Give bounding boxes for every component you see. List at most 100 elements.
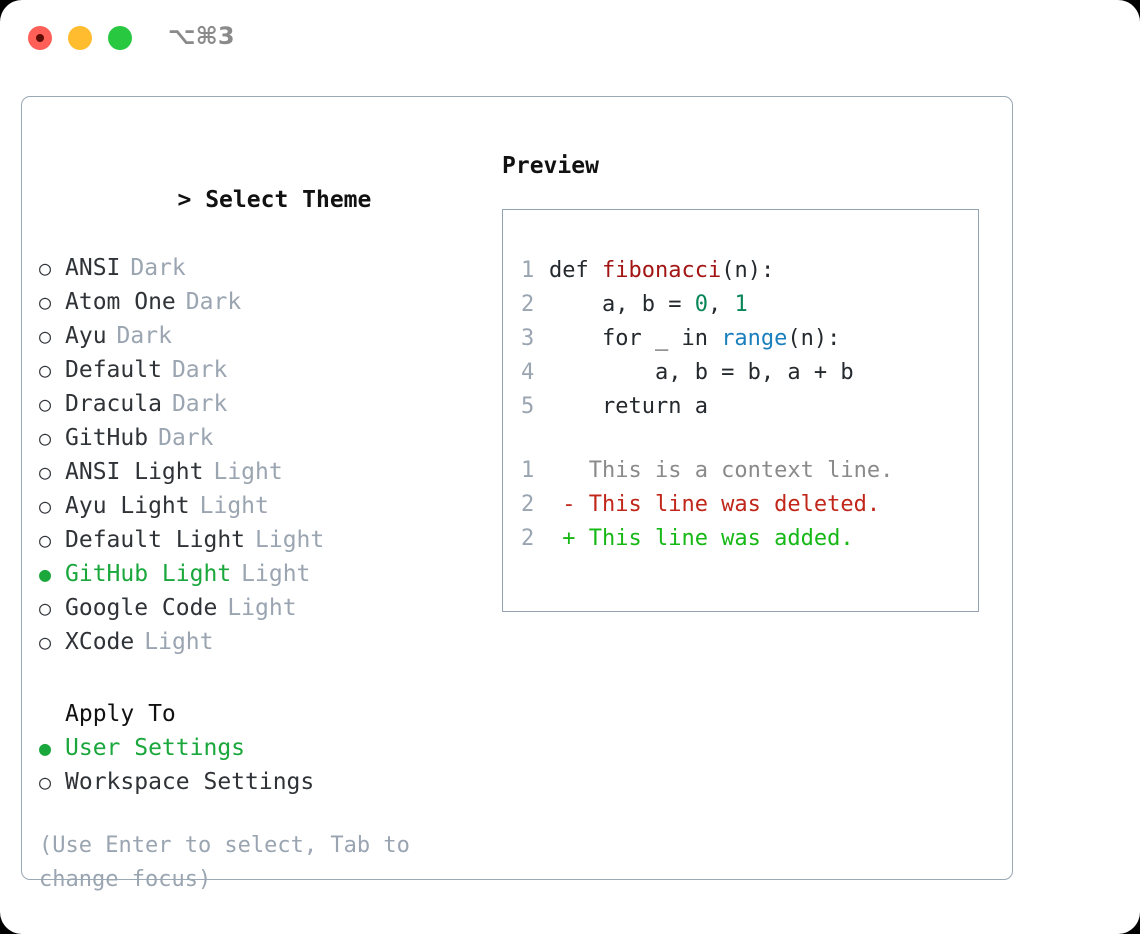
theme-option-ayu[interactable]: ○ Ayu Dark — [39, 319, 479, 353]
diff-line-context: 1 This is a context line. — [521, 454, 978, 488]
radio-unselected-icon: ○ — [39, 358, 52, 382]
code-line-number: 5 — [521, 394, 535, 419]
code-line: 4 a, b = b, a + b — [521, 356, 978, 390]
focus-marker: > — [177, 187, 192, 213]
theme-option-label: GitHub — [65, 425, 149, 451]
select-theme-title: Select Theme — [205, 187, 372, 213]
theme-option-github[interactable]: ○ GitHub Dark — [39, 421, 479, 455]
apply-to-option-workspace-settings[interactable]: ○ Workspace Settings — [39, 765, 479, 799]
theme-option-default[interactable]: ○ Default Dark — [39, 353, 479, 387]
apply-to-heading: Apply To — [65, 701, 176, 727]
diff-line-text: This is a context line. — [549, 458, 894, 483]
theme-option-google-code[interactable]: ○ Google Code Light — [39, 591, 479, 625]
theme-option-variant: Dark — [158, 425, 214, 451]
code-blank-separator — [521, 424, 978, 454]
theme-option-label: Ayu — [65, 323, 107, 349]
code-token-plain: (n): — [787, 326, 841, 351]
theme-option-ansi[interactable]: ○ ANSI Dark — [39, 251, 479, 285]
select-theme-heading: > Select Theme — [39, 149, 479, 251]
theme-option-label: Google Code — [65, 595, 218, 621]
radio-unselected-icon: ○ — [39, 770, 52, 794]
theme-option-variant: Dark — [171, 357, 228, 383]
code-line-number: 3 — [521, 326, 535, 351]
theme-option-variant: Light — [199, 493, 269, 519]
diff-line-del: 2 - This line was deleted. — [521, 488, 978, 522]
code-line: 2 a, b = 0, 1 — [521, 288, 978, 322]
diff-line-text: - This line was deleted. — [549, 492, 881, 517]
code-token-plain: for _ in — [549, 326, 722, 351]
radio-unselected-icon: ○ — [39, 460, 52, 484]
apply-to-option-list[interactable]: ● User Settings ○ Workspace Settings — [39, 731, 479, 799]
code-token-num: 0 — [694, 292, 708, 317]
code-token-plain: , — [707, 292, 735, 317]
theme-option-default-light[interactable]: ○ Default Light Light — [39, 523, 479, 557]
code-token-plain: return a — [549, 394, 708, 419]
theme-option-label: Default — [65, 357, 162, 383]
code-line: 5 return a — [521, 390, 978, 424]
code-token-func: fibonacci — [601, 258, 722, 283]
close-window-icon[interactable] — [28, 26, 52, 50]
window-controls — [28, 26, 132, 50]
code-line-number: 4 — [521, 360, 535, 385]
radio-unselected-icon: ○ — [39, 324, 52, 348]
code-token-plain: def — [549, 258, 602, 283]
theme-option-atom-one[interactable]: ○ Atom One Dark — [39, 285, 479, 319]
preview-heading: Preview — [502, 153, 599, 179]
theme-option-variant: Dark — [185, 289, 242, 315]
code-line-text: for _ in range(n): — [549, 322, 840, 356]
diff-line-text: + This line was added. — [549, 526, 854, 551]
diff-line-number: 2 — [521, 492, 535, 517]
radio-unselected-icon: ○ — [39, 494, 52, 518]
theme-option-xcode[interactable]: ○ XCode Light — [39, 625, 479, 659]
theme-option-label: ANSI Light — [65, 459, 204, 485]
radio-unselected-icon: ○ — [39, 630, 52, 654]
code-token-plain: a, b = — [549, 292, 695, 317]
keyboard-hint-text: (Use Enter to select, Tab to change focu… — [39, 833, 424, 892]
theme-option-label: ANSI — [65, 255, 121, 281]
radio-unselected-icon: ○ — [39, 290, 52, 314]
minimize-window-icon[interactable] — [68, 26, 92, 50]
maximize-window-icon[interactable] — [108, 26, 132, 50]
theme-option-variant: Light — [227, 595, 297, 621]
theme-option-ansi-light[interactable]: ○ ANSI Light Light — [39, 455, 479, 489]
code-line-number: 2 — [521, 292, 535, 317]
code-token-call: range — [721, 326, 788, 351]
theme-option-label: Atom One — [65, 289, 176, 315]
diff-line-add: 2 + This line was added. — [521, 522, 978, 556]
theme-option-variant: Light — [213, 459, 283, 485]
theme-option-variant: Light — [241, 561, 311, 587]
code-line-text: return a — [549, 390, 708, 424]
radio-selected-icon: ● — [39, 562, 52, 586]
code-line-text: a, b = b, a + b — [549, 356, 854, 390]
theme-option-label: XCode — [65, 629, 135, 655]
theme-option-variant: Dark — [171, 391, 228, 417]
code-line-text: def fibonacci(n): — [549, 254, 774, 288]
radio-unselected-icon: ○ — [39, 596, 52, 620]
theme-option-github-light[interactable]: ● GitHub Light Light — [39, 557, 479, 591]
theme-option-variant: Dark — [116, 323, 172, 349]
keyboard-shortcut-label: ⌥⌘3 — [168, 22, 235, 50]
theme-option-variant: Light — [255, 527, 325, 553]
theme-option-label: Ayu Light — [65, 493, 190, 519]
radio-unselected-icon: ○ — [39, 256, 52, 280]
radio-selected-icon: ● — [39, 736, 52, 760]
radio-unselected-icon: ○ — [39, 426, 52, 450]
theme-option-variant: Light — [144, 629, 214, 655]
apply-to-option-label: User Settings — [65, 735, 246, 761]
apply-to-option-user-settings[interactable]: ● User Settings — [39, 731, 479, 765]
diff-sample: 1 This is a context line.2 - This line w… — [521, 454, 978, 556]
radio-unselected-icon: ○ — [39, 528, 52, 552]
apply-to-option-label: Workspace Settings — [65, 769, 315, 795]
theme-option-variant: Dark — [130, 255, 186, 281]
theme-option-label: GitHub Light — [65, 561, 232, 587]
code-token-plain: a, b = b, a + b — [549, 360, 854, 385]
theme-option-label: Default Light — [65, 527, 246, 553]
code-line: 3 for _ in range(n): — [521, 322, 978, 356]
theme-option-ayu-light[interactable]: ○ Ayu Light Light — [39, 489, 479, 523]
